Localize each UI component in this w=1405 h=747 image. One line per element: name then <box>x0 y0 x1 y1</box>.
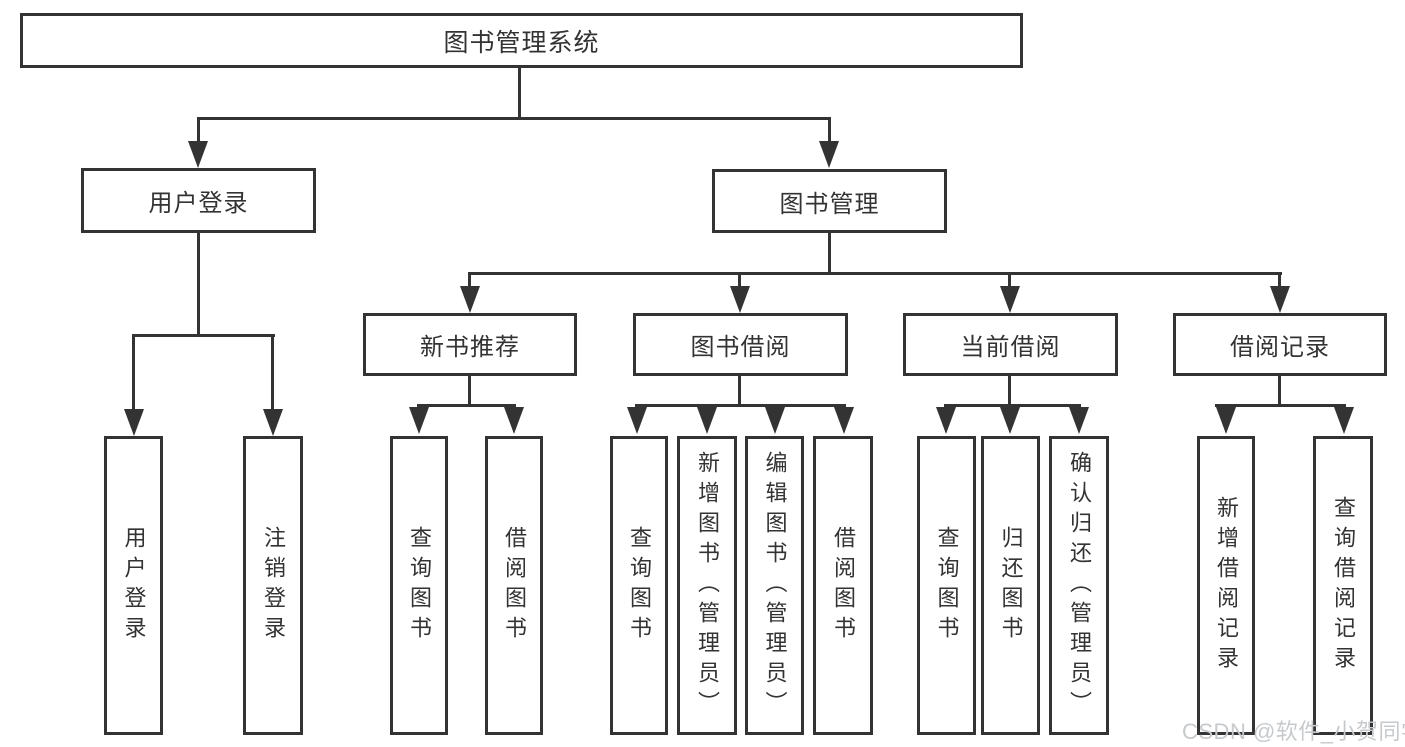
node-leaf-bb-query-book-label: 查询图书 <box>627 525 652 646</box>
node-leaf-br-add-record: 新增借阅记录 <box>1197 436 1255 735</box>
node-borrow-records: 借阅记录 <box>1173 313 1387 376</box>
arrowhead <box>504 407 524 434</box>
arrowhead <box>460 286 480 313</box>
connector <box>1008 272 1011 288</box>
connector <box>271 334 274 411</box>
node-book-management: 图书管理 <box>712 169 947 233</box>
arrowhead <box>936 407 956 434</box>
connector <box>417 404 516 407</box>
arrowhead <box>627 407 647 434</box>
node-leaf-br-add-record-label: 新增借阅记录 <box>1214 495 1239 676</box>
connector <box>197 117 831 120</box>
node-leaf-logout: 注销登录 <box>243 436 303 735</box>
connector <box>944 404 1081 407</box>
node-leaf-br-query-record: 查询借阅记录 <box>1313 436 1373 735</box>
connector <box>828 233 831 275</box>
connector <box>197 117 200 145</box>
connector <box>468 272 1282 275</box>
node-leaf-nbr-borrow-book: 借阅图书 <box>485 436 543 735</box>
node-root: 图书管理系统 <box>20 13 1023 68</box>
connector <box>1008 376 1011 407</box>
connector <box>468 376 471 407</box>
connector <box>468 272 471 288</box>
arrowhead <box>1069 407 1089 434</box>
node-leaf-nbr-query-book-label: 查询图书 <box>407 525 432 646</box>
node-new-book-recommend-label: 新书推荐 <box>420 334 520 361</box>
node-leaf-cb-query-book-label: 查询图书 <box>934 525 960 646</box>
connector <box>635 404 846 407</box>
node-leaf-bb-query-book: 查询图书 <box>610 436 668 735</box>
node-leaf-user-login-label: 用户登录 <box>121 525 147 646</box>
node-leaf-nbr-borrow-book-label: 借阅图书 <box>502 525 527 646</box>
arrowhead <box>765 407 785 434</box>
arrowhead <box>697 407 717 434</box>
connector <box>1215 404 1346 407</box>
node-leaf-br-query-record-label: 查询借阅记录 <box>1331 495 1356 676</box>
node-leaf-cb-confirm-return-admin: 确认归还（管理员） <box>1049 436 1109 735</box>
arrowhead <box>124 409 144 436</box>
connector <box>1278 272 1281 288</box>
node-current-borrow-label: 当前借阅 <box>960 334 1061 361</box>
node-leaf-nbr-query-book: 查询图书 <box>390 436 448 735</box>
node-book-borrow-label: 图书借阅 <box>690 334 791 361</box>
connector <box>132 334 275 337</box>
node-book-borrow: 图书借阅 <box>633 313 848 376</box>
connector <box>518 68 521 120</box>
arrowhead <box>188 141 208 168</box>
arrowhead <box>409 407 429 434</box>
arrowhead <box>1334 407 1354 434</box>
arrowhead <box>1000 286 1020 313</box>
node-leaf-bb-add-book-admin: 新增图书（管理员） <box>677 436 737 735</box>
node-leaf-cb-return-book-label: 归还图书 <box>998 525 1024 646</box>
arrowhead <box>730 286 750 313</box>
node-user-login-label: 用户登录 <box>148 190 249 217</box>
connector <box>1278 376 1281 407</box>
arrowhead <box>1216 407 1236 434</box>
arrowhead <box>819 141 839 168</box>
connector <box>132 334 135 411</box>
node-borrow-records-label: 借阅记录 <box>1230 334 1330 361</box>
connector <box>197 233 200 337</box>
node-leaf-bb-edit-book-admin: 编辑图书（管理员） <box>745 436 804 735</box>
connector <box>828 117 831 145</box>
csdn-watermark: CSDN @软件_小贺同学 <box>1182 719 1405 744</box>
node-new-book-recommend: 新书推荐 <box>363 313 577 376</box>
node-leaf-bb-borrow-book: 借阅图书 <box>813 436 873 735</box>
node-leaf-user-login: 用户登录 <box>104 436 163 735</box>
node-leaf-cb-query-book: 查询图书 <box>917 436 976 735</box>
connector <box>738 272 741 288</box>
arrowhead <box>263 409 283 436</box>
node-root-label: 图书管理系统 <box>443 28 600 57</box>
node-user-login: 用户登录 <box>81 168 316 233</box>
arrowhead <box>834 407 854 434</box>
node-leaf-logout-label: 注销登录 <box>261 525 286 646</box>
node-current-borrow: 当前借阅 <box>903 313 1118 376</box>
node-leaf-cb-confirm-return-admin-label: 确认归还（管理员） <box>1067 450 1092 721</box>
node-leaf-bb-edit-book-admin-label: 编辑图书（管理员） <box>762 450 788 721</box>
connector <box>738 376 741 407</box>
arrowhead <box>1270 286 1290 313</box>
node-leaf-cb-return-book: 归还图书 <box>981 436 1040 735</box>
arrowhead <box>1000 407 1020 434</box>
node-book-management-label: 图书管理 <box>779 190 880 218</box>
node-leaf-bb-add-book-admin-label: 新增图书（管理员） <box>695 450 720 721</box>
node-leaf-bb-borrow-book-label: 借阅图书 <box>831 525 856 646</box>
